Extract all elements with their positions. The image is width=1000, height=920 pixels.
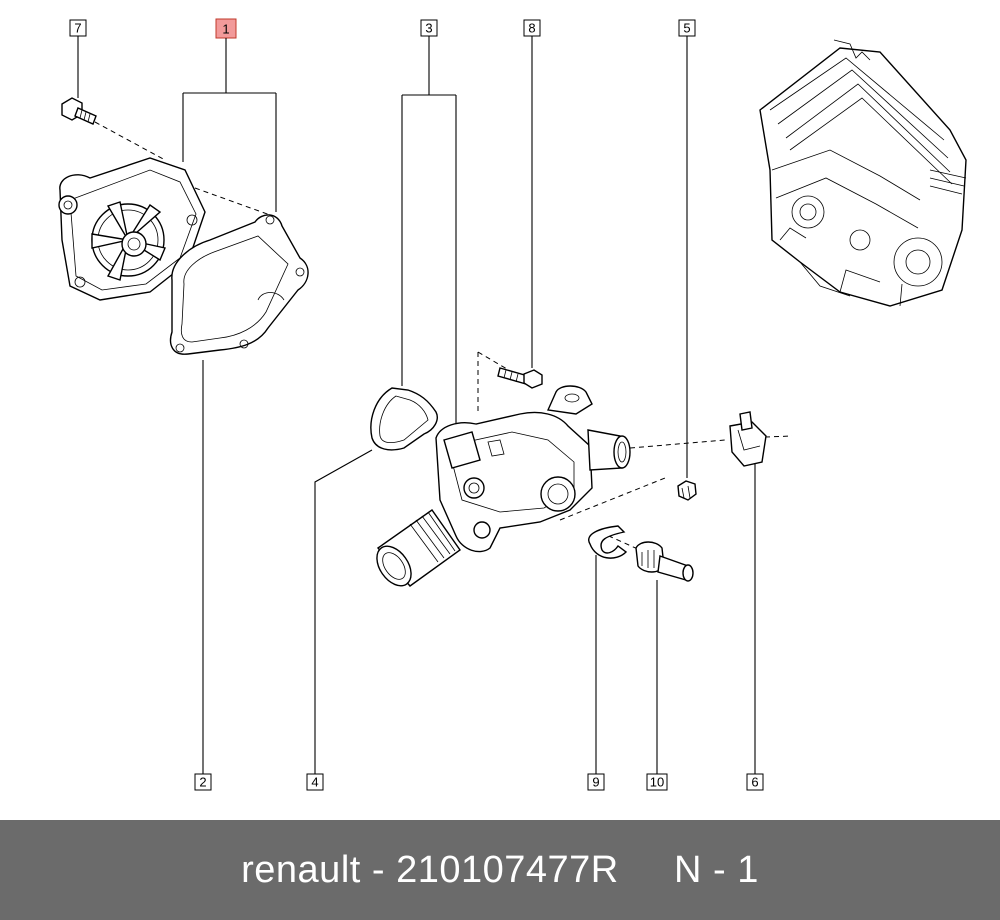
callout-6: 6 — [746, 773, 764, 791]
svg-text:10: 10 — [650, 775, 664, 790]
callout-3: 3 — [420, 19, 438, 37]
svg-text:3: 3 — [425, 21, 432, 36]
svg-text:9: 9 — [592, 775, 599, 790]
svg-text:4: 4 — [311, 775, 318, 790]
callout-7: 7 — [69, 19, 87, 37]
pump-gasket-icon — [169, 214, 309, 355]
spring-clip-9-icon — [588, 525, 628, 559]
svg-text:5: 5 — [683, 21, 690, 36]
water-pump-icon — [58, 157, 206, 301]
clip-6-icon — [729, 411, 767, 467]
assembly-dash-lines — [94, 121, 793, 551]
part-number-caption: renault - 210107477R N - 1 — [241, 848, 759, 891]
callout-1: 1 — [215, 18, 237, 39]
callout-4: 4 — [306, 773, 324, 791]
temp-sensor-10-icon — [635, 541, 694, 582]
engine-overview-icon — [759, 39, 967, 307]
callout-9: 9 — [587, 773, 605, 791]
svg-text:2: 2 — [199, 775, 206, 790]
footer-bar: renault - 210107477R N - 1 — [0, 820, 1000, 920]
bolt-8-icon — [497, 367, 543, 389]
callout-2: 2 — [194, 773, 212, 791]
svg-text:8: 8 — [528, 21, 535, 36]
svg-text:7: 7 — [74, 21, 81, 36]
svg-text:1: 1 — [222, 22, 229, 37]
svg-text:6: 6 — [751, 775, 758, 790]
parts-diagram: 7 1 3 8 5 2 4 9 10 6 — [58, 18, 967, 791]
bolt-7-icon — [61, 97, 97, 125]
thermostat-housing-icon — [376, 385, 631, 587]
callout-5: 5 — [678, 19, 696, 37]
leader-lines — [77, 36, 756, 774]
nut-5-icon — [677, 480, 697, 501]
callout-10: 10 — [646, 773, 668, 791]
callout-8: 8 — [523, 19, 541, 37]
thermostat-seal-icon — [370, 387, 438, 451]
